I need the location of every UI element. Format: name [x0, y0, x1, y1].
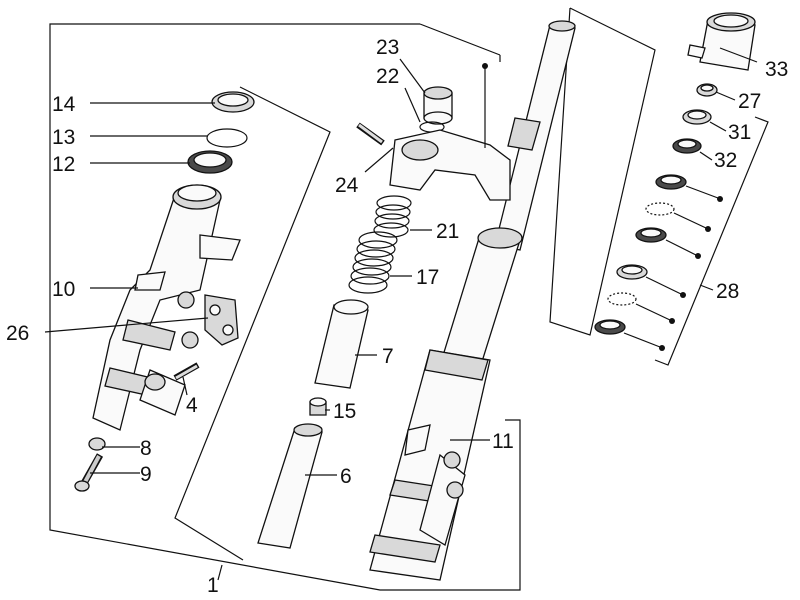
- label-part-32: 32: [714, 149, 737, 172]
- bearing-set-28: [594, 174, 687, 335]
- label-part-21: 21: [436, 220, 459, 243]
- label-part-24: 24: [335, 174, 359, 197]
- spring-21: [373, 195, 412, 238]
- label-part-23: 23: [376, 36, 399, 59]
- label-part-27: 27: [738, 90, 761, 113]
- label-part-31: 31: [728, 121, 751, 144]
- washer-8: [88, 437, 106, 451]
- group-steering-bracket: [549, 7, 656, 336]
- triple-clamp: [389, 129, 511, 201]
- bushing-12: [187, 150, 233, 174]
- group-28-bracket: [654, 116, 769, 366]
- label-part-33: 33: [765, 58, 788, 81]
- label-part-1: 1: [207, 574, 219, 597]
- label-part-22: 22: [376, 65, 399, 88]
- bracket-26: [204, 294, 239, 346]
- label-part-7: 7: [382, 345, 394, 368]
- label-part-8: 8: [140, 437, 152, 460]
- tube-6: [257, 423, 323, 549]
- screw-9: [74, 453, 104, 492]
- spring-17: [348, 231, 398, 294]
- label-part-17: 17: [416, 266, 439, 289]
- ring-31: [682, 109, 712, 125]
- label-part-26: 26: [6, 322, 29, 345]
- label-part-9: 9: [140, 463, 152, 486]
- ring-13: [206, 128, 248, 148]
- nut-27: [696, 83, 718, 97]
- label-part-14: 14: [52, 93, 76, 116]
- seal-14: [211, 91, 255, 113]
- cup-32: [672, 138, 702, 154]
- label-part-6: 6: [340, 465, 352, 488]
- label-part-4: 4: [186, 394, 198, 417]
- bushing-15: [309, 397, 327, 416]
- cap-23: [423, 86, 453, 125]
- group-left-bracket: [174, 86, 331, 561]
- label-part-11: 11: [492, 430, 514, 453]
- right-fork-leg: [369, 227, 523, 581]
- label-part-15: 15: [333, 400, 356, 423]
- label-part-13: 13: [52, 126, 75, 149]
- cover-33: [687, 12, 756, 71]
- tube-7: [314, 299, 369, 389]
- group-1-outline: [49, 23, 521, 591]
- leader-lines: [44, 47, 758, 581]
- steering-stem: [494, 20, 576, 251]
- left-fork-leg: [92, 184, 241, 431]
- bolt-4: [173, 362, 200, 381]
- label-part-28: 28: [716, 280, 739, 303]
- label-part-12: 12: [52, 153, 75, 176]
- reference-dots: [482, 63, 723, 351]
- label-part-10: 10: [52, 278, 75, 301]
- bolt-24: [356, 122, 385, 146]
